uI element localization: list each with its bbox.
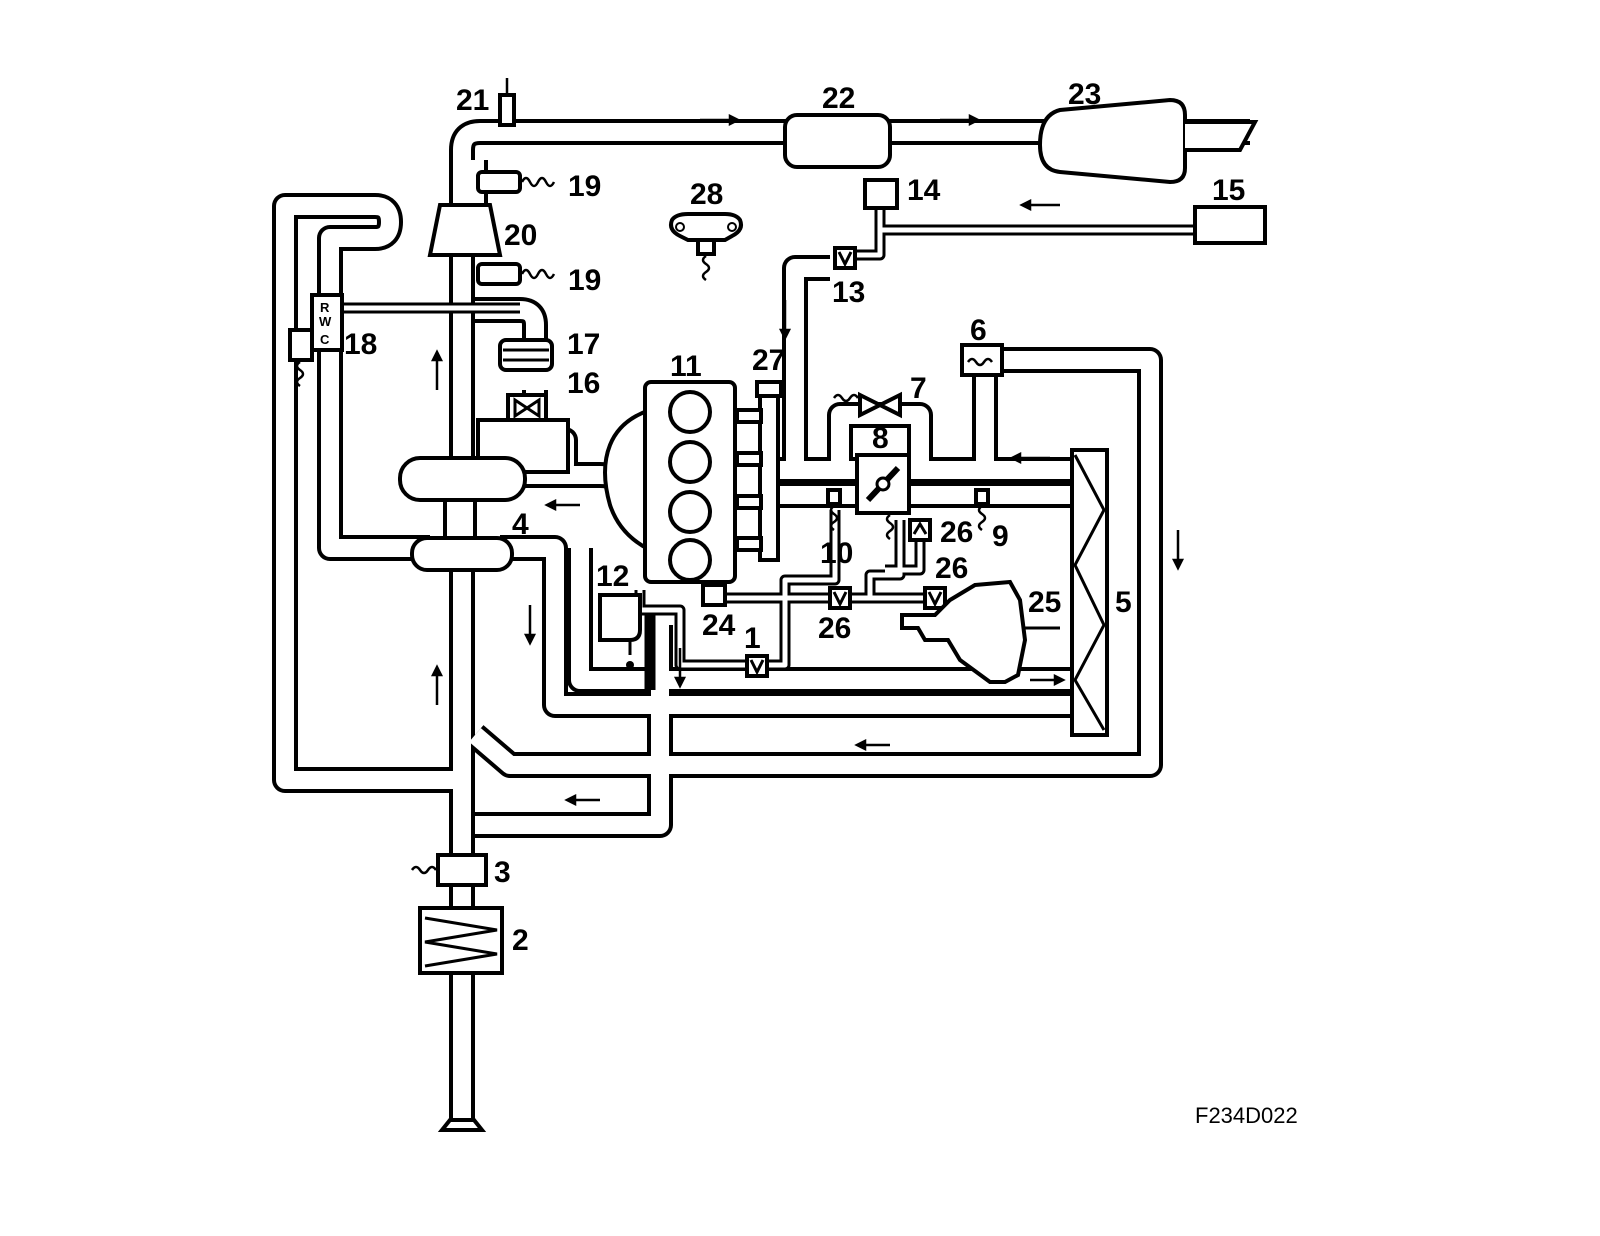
label-4: 4 xyxy=(512,508,529,541)
temperature-sensor-9 xyxy=(974,488,990,532)
engine-block xyxy=(603,380,737,584)
pressure-sensor-10 xyxy=(826,488,842,532)
label-19-lower: 19 xyxy=(568,264,601,297)
label-26-middle: 26 xyxy=(818,612,851,645)
label-11: 11 xyxy=(670,350,702,383)
label-18: 18 xyxy=(344,328,377,361)
label-3: 3 xyxy=(494,856,511,889)
oxygen-sensor-lower xyxy=(476,262,556,286)
label-19-upper: 19 xyxy=(568,170,601,203)
solenoid-14 xyxy=(863,178,899,210)
figure-reference-code: F234D022 xyxy=(1195,1103,1298,1128)
diverter-valve xyxy=(960,343,1004,377)
flow-arrows xyxy=(430,113,1185,807)
pressure-sensor xyxy=(669,212,743,282)
pre-catalyst xyxy=(427,203,503,257)
label-1: 1 xyxy=(744,622,761,655)
label-28: 28 xyxy=(690,178,723,211)
label-7: 7 xyxy=(910,372,927,405)
label-9: 9 xyxy=(992,520,1009,553)
label-24: 24 xyxy=(702,609,736,642)
check-valve-1 xyxy=(745,654,769,678)
label-27: 27 xyxy=(752,344,785,377)
label-10: 10 xyxy=(820,537,853,570)
valve-port-r: R xyxy=(320,300,330,315)
air-filter xyxy=(418,906,504,975)
fuel-rail xyxy=(735,380,783,562)
boost-control-valve: R W C xyxy=(288,293,344,388)
check-valve-26-upper xyxy=(908,518,932,542)
label-17: 17 xyxy=(567,328,600,361)
intercooler xyxy=(1070,448,1109,737)
label-20: 20 xyxy=(504,219,537,252)
wastegate-actuator xyxy=(498,338,554,372)
label-23: 23 xyxy=(1068,78,1101,111)
throttle-body xyxy=(855,453,911,541)
label-8: 8 xyxy=(872,422,889,455)
check-valve-26-right xyxy=(923,586,947,610)
valve-port-w: W xyxy=(319,314,332,329)
label-6: 6 xyxy=(970,314,987,347)
oxygen-sensor-upper xyxy=(476,170,556,194)
label-14: 14 xyxy=(907,174,941,207)
label-26-upper: 26 xyxy=(940,516,973,549)
component-labels: 1 2 3 4 5 6 7 8 9 10 11 12 13 14 15 16 1… xyxy=(344,78,1245,957)
label-16: 16 xyxy=(567,367,600,400)
label-5: 5 xyxy=(1115,586,1132,619)
rear-muffler xyxy=(1037,97,1187,185)
wastegate-valve xyxy=(506,393,548,423)
air-inlet xyxy=(437,1118,487,1132)
label-15: 15 xyxy=(1212,174,1245,207)
tailpipe-end xyxy=(1185,120,1259,152)
label-12: 12 xyxy=(596,560,629,593)
exhaust-temp-sensor xyxy=(498,78,516,127)
control-unit-15 xyxy=(1193,205,1267,245)
check-valve-26-middle xyxy=(828,586,852,610)
label-22: 22 xyxy=(822,82,855,115)
crankcase-ventilation-12 xyxy=(598,593,642,669)
label-13: 13 xyxy=(832,276,865,309)
valve-port-c: C xyxy=(320,332,330,347)
label-2: 2 xyxy=(512,924,529,957)
label-26-right: 26 xyxy=(935,552,968,585)
label-25: 25 xyxy=(1028,586,1061,619)
catalytic-converter xyxy=(783,113,892,169)
brake-booster xyxy=(900,579,1060,684)
label-21: 21 xyxy=(456,84,489,117)
mass-airflow-sensor xyxy=(410,853,488,887)
check-valve-13 xyxy=(833,246,857,270)
turbocharger xyxy=(398,456,527,572)
sensor-24 xyxy=(701,583,727,607)
bypass-valve xyxy=(832,391,902,419)
